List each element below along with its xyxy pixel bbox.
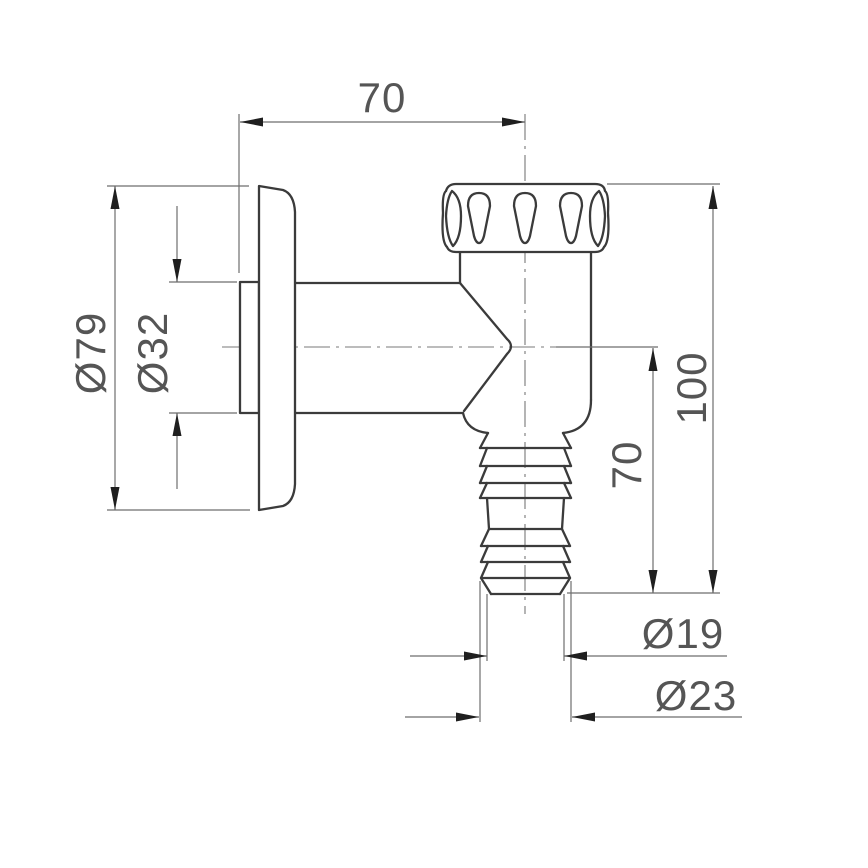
barb-left-profile — [478, 431, 493, 596]
dim-barb-max-arrow-left — [456, 712, 479, 722]
handwheel-slot — [558, 191, 584, 245]
dim-top-width-arrow-left — [240, 117, 263, 127]
dim-barb-tip-label: Ø19 — [642, 610, 724, 657]
body-chevron-cone — [458, 281, 513, 413]
barb-right-profile — [558, 431, 573, 596]
dim-outlet-height-arrow-bottom — [648, 570, 658, 593]
dim-inlet-label: Ø32 — [129, 312, 176, 394]
handwheel-edge-knurl-left — [444, 189, 463, 248]
handwheel-slot — [466, 191, 492, 245]
dim-flange-arrow-bottom — [110, 487, 120, 510]
dim-barb-max-label: Ø23 — [655, 672, 737, 719]
body-lower-left-curve — [461, 411, 490, 435]
wall-pipe-stub — [238, 280, 261, 415]
dim-top-width-label: 70 — [358, 74, 407, 121]
dim-outlet-height-arrow-top — [648, 348, 658, 371]
dim-height-label: 100 — [668, 351, 715, 424]
body-lower-right-curve — [561, 398, 593, 435]
dim-height-arrow-bottom — [708, 570, 718, 593]
dim-barb-tip-arrow-left — [464, 651, 487, 661]
dim-height-arrow-top — [708, 186, 718, 209]
dim-flange-label: Ø79 — [67, 312, 114, 394]
dim-top-width-arrow-right — [502, 117, 525, 127]
dim-inlet-arrow-top — [172, 259, 182, 282]
dim-inlet-arrow-bottom — [172, 413, 182, 436]
dim-flange-arrow-top — [110, 186, 120, 209]
dim-barb-max-arrow-right — [572, 712, 595, 722]
dim-barb-tip-arrow-right — [564, 651, 587, 661]
handwheel-slot — [512, 191, 538, 245]
dim-outlet-height-label: 70 — [603, 441, 650, 490]
handwheel-edge-knurl-right — [588, 189, 607, 248]
wall-flange — [257, 184, 297, 512]
